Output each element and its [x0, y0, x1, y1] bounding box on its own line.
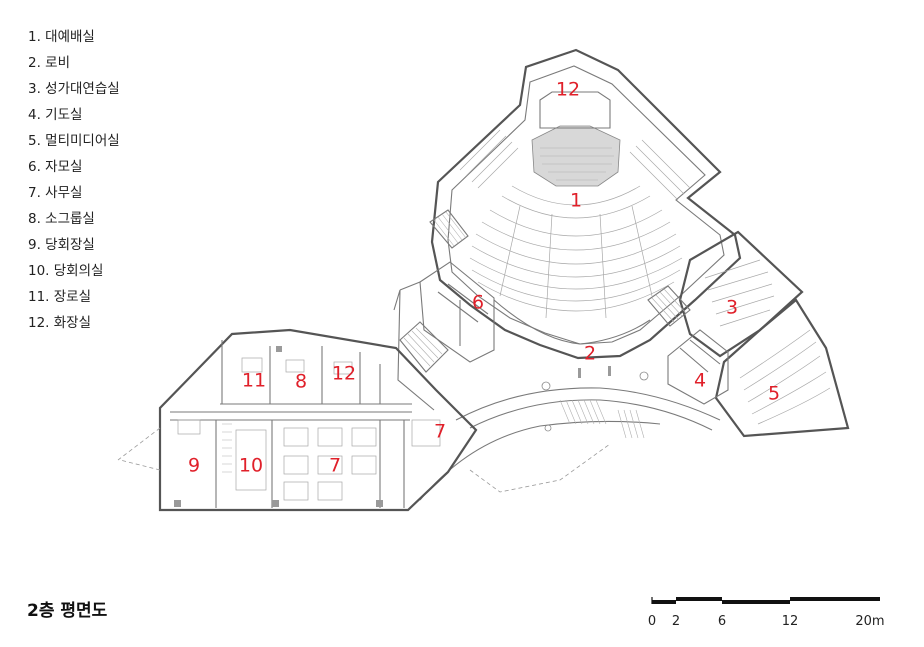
room-label-7-office: 7: [434, 421, 446, 443]
room-label-1: 1: [570, 190, 582, 212]
choir-room-wall: [678, 230, 804, 358]
multimedia-room-wall: [714, 298, 850, 438]
scale-bar-segment: [722, 600, 790, 604]
room-label-6: 6: [472, 292, 484, 314]
floor-plan-title: 2층 평면도: [27, 601, 108, 621]
canopy-outline: [469, 443, 611, 493]
lobby-column: [541, 381, 551, 391]
terrace-outline: [117, 427, 161, 471]
sanctuary-outer-wall: [430, 48, 742, 360]
stage-hatch: [540, 147, 614, 181]
lobby-pillar: [608, 366, 611, 376]
lobby-column: [639, 371, 649, 381]
nursing-room-wall: [419, 261, 495, 363]
office-column: [272, 500, 279, 507]
room-label-5: 5: [768, 383, 780, 405]
room-label-11: 11: [242, 370, 266, 392]
room-label-12: 12: [556, 79, 580, 101]
legend-item: 3. 성가대연습실: [28, 81, 120, 97]
scale-tick-label: 0: [648, 614, 656, 629]
scale-tick-label: 20m: [855, 614, 884, 629]
scale-tick-label: 12: [782, 614, 799, 629]
stair-right-treads: [651, 288, 687, 323]
lobby-pillar: [578, 368, 581, 378]
room-legend: 1. 대예배실 2. 로비 3. 성가대연습실 4. 기도실 5. 멀티미디어실…: [28, 24, 120, 336]
legend-item: 10. 당회의실: [28, 263, 104, 279]
room-label-4: 4: [694, 370, 706, 392]
scale-bar-segment: [652, 600, 676, 604]
lobby-curve: [493, 299, 651, 345]
office-column: [376, 500, 383, 507]
lobby-south-curve: [455, 387, 721, 421]
scale-bar: 0 2 6 12 20m: [648, 597, 885, 629]
room-label-3: 3: [726, 297, 738, 319]
office-stair: [222, 423, 232, 473]
legend-item: 12. 화장실: [28, 315, 92, 331]
room-label-7: 7: [329, 455, 341, 477]
corridor-wall: [393, 281, 435, 411]
legend-item: 4. 기도실: [28, 107, 83, 123]
room-label-10: 10: [239, 455, 263, 477]
lobby-stairs: [559, 399, 607, 425]
room-label-9: 9: [188, 455, 200, 477]
legend-item: 5. 멀티미디어실: [28, 133, 120, 149]
scale-bar-segment: [676, 597, 722, 601]
legend-item: 9. 당회장실: [28, 237, 95, 253]
room-label-8: 8: [295, 371, 307, 393]
office-column: [174, 500, 181, 507]
stair-right: [647, 285, 691, 327]
room-label-12-office: 12: [332, 363, 356, 385]
stair-center-treads: [403, 327, 443, 367]
scale-tick-label: 2: [672, 614, 680, 629]
lobby-column: [544, 424, 552, 432]
restroom-top-walls: [539, 91, 611, 129]
stair-left-treads: [433, 211, 467, 247]
lobby-stairs-lower: [617, 409, 645, 439]
office-lower-row-wall: [170, 419, 410, 508]
stair-center: [399, 321, 449, 373]
scale-tick-label: 6: [718, 614, 726, 629]
scale-bar-segment: [790, 597, 880, 601]
floor-plan-drawing: 12 1 3 6 2 11 8 12 4 5 7 9 10 7: [117, 48, 850, 512]
legend-item: 1. 대예배실: [28, 29, 95, 45]
office-upper-row-wall: [220, 340, 412, 405]
legend-item: 2. 로비: [28, 55, 71, 71]
sanctuary-seating: [469, 185, 683, 319]
legend-item: 6. 자모실: [28, 159, 83, 175]
nursing-room-partition: [437, 283, 489, 346]
office-furniture: [177, 357, 441, 501]
prayer-room-partition: [679, 339, 721, 373]
choir-seats: [704, 259, 775, 327]
prayer-room-wall: [667, 329, 729, 405]
office-wing-outer-wall: [158, 328, 478, 512]
room-label-2: 2: [584, 343, 596, 365]
legend-item: 11. 장로실: [28, 289, 92, 305]
multimedia-seating: [739, 329, 831, 425]
legend-item: 7. 사무실: [28, 185, 83, 201]
office-column: [276, 346, 282, 352]
lobby-ramp: [469, 399, 713, 431]
legend-item: 8. 소그룹실: [28, 211, 95, 227]
side-seating: [459, 129, 691, 201]
